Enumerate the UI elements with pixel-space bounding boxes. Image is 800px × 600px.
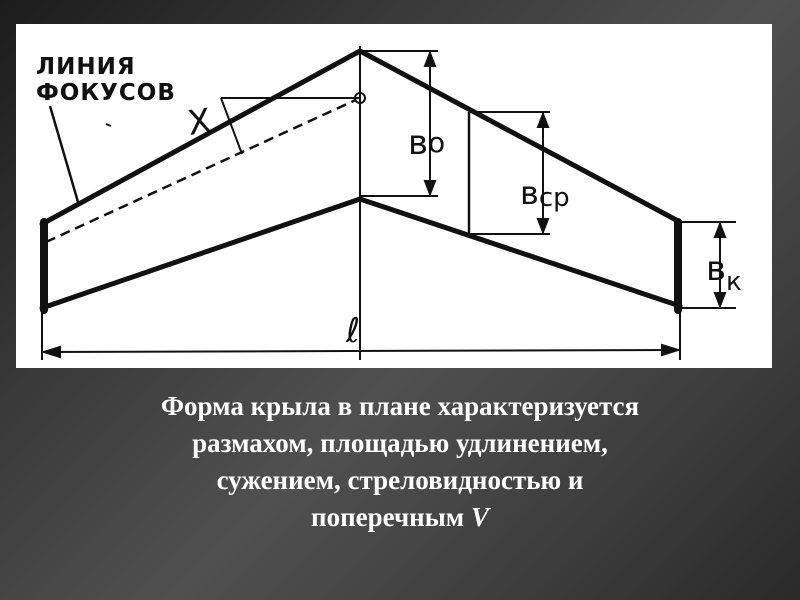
bk-dimension bbox=[680, 221, 736, 309]
focus-line-label-2: ФОКУСОВ bbox=[36, 80, 176, 106]
bk-label: вк bbox=[706, 249, 742, 297]
bcp-dimension bbox=[469, 111, 550, 235]
wing-planform-diagram: ЛИНИЯ ФОКУСОВ X во вср вк ℓ bbox=[36, 46, 742, 360]
x-label: X bbox=[185, 101, 214, 144]
focus-line bbox=[45, 96, 361, 244]
caption-line-2: размахом, площадью удлинением, bbox=[192, 428, 608, 458]
wing-planform-figure: ЛИНИЯ ФОКУСОВ X во вср вк ℓ bbox=[16, 24, 772, 368]
leading-edge-right bbox=[357, 48, 683, 225]
caption-line-4-text: поперечным bbox=[311, 502, 471, 532]
leading-edge-left bbox=[39, 48, 363, 227]
trailing-edge-left bbox=[39, 196, 363, 311]
trailing-edge-right bbox=[357, 196, 683, 309]
caption-v-symbol: V bbox=[470, 502, 489, 532]
span-label: ℓ bbox=[345, 311, 360, 351]
focus-line-leader bbox=[48, 105, 80, 203]
wing-outline bbox=[39, 48, 683, 314]
b0-label: во bbox=[408, 123, 445, 163]
span-dimension bbox=[40, 310, 682, 360]
x-dimension bbox=[220, 97, 360, 155]
caption-line-3: сужением, стреловидностью и bbox=[216, 465, 584, 495]
bcp-label: вср bbox=[520, 174, 570, 213]
focus-line-label-1: ЛИНИЯ bbox=[36, 54, 136, 80]
caption-line-1: Форма крыла в плане характеризуется bbox=[160, 391, 640, 421]
speck-mark bbox=[105, 123, 112, 127]
b0-dimension bbox=[360, 50, 438, 197]
caption-line-4: поперечным V bbox=[40, 499, 760, 536]
slide-caption: Форма крыла в плане характеризуется разм… bbox=[40, 388, 760, 536]
